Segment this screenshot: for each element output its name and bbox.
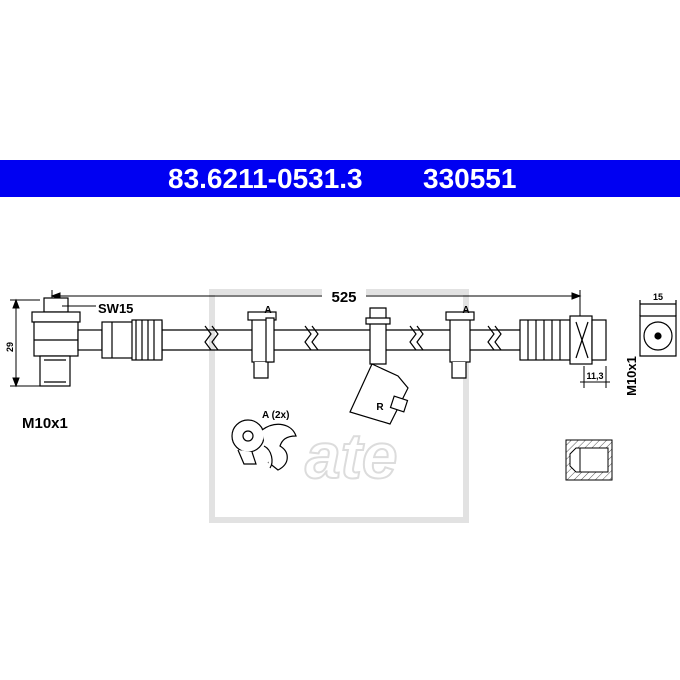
fitting-length-label: 11,3 — [586, 371, 603, 381]
reference-number: 330551 — [423, 163, 517, 194]
logo-text: ate — [305, 420, 398, 492]
left-banjo-fitting — [31, 297, 103, 387]
clip-a-left-label: A — [264, 305, 271, 316]
right-hose-fitting — [519, 315, 607, 365]
clip-detail-label: A (2x) — [262, 410, 289, 421]
length-label: 525 — [331, 289, 356, 306]
clip-a-right — [445, 311, 475, 379]
clip-detail — [231, 419, 297, 471]
left-thread-label: M10x1 — [22, 415, 68, 432]
height-label: 29 — [5, 342, 15, 352]
wrench-size-label: SW15 — [98, 301, 133, 316]
fitting-end-view — [639, 300, 677, 357]
bracket-r-label: R — [376, 402, 384, 413]
hose-body — [101, 319, 520, 361]
bracket-r — [349, 307, 409, 425]
clip-a-right-label: A — [462, 305, 469, 316]
fitting-width-label: 15 — [653, 292, 663, 302]
length-dimension — [50, 290, 582, 318]
fitting-length-dimension — [580, 366, 610, 388]
right-thread-label: M10x1 — [624, 356, 639, 396]
title-banner: 83.6211-0531.3 330551 — [0, 160, 680, 197]
height-dimension — [10, 298, 40, 388]
ate-logo-watermark: ate — [209, 289, 469, 523]
part-number: 83.6211-0531.3 — [168, 163, 363, 194]
fitting-section-detail — [565, 439, 613, 481]
clip-a-left — [247, 311, 277, 379]
